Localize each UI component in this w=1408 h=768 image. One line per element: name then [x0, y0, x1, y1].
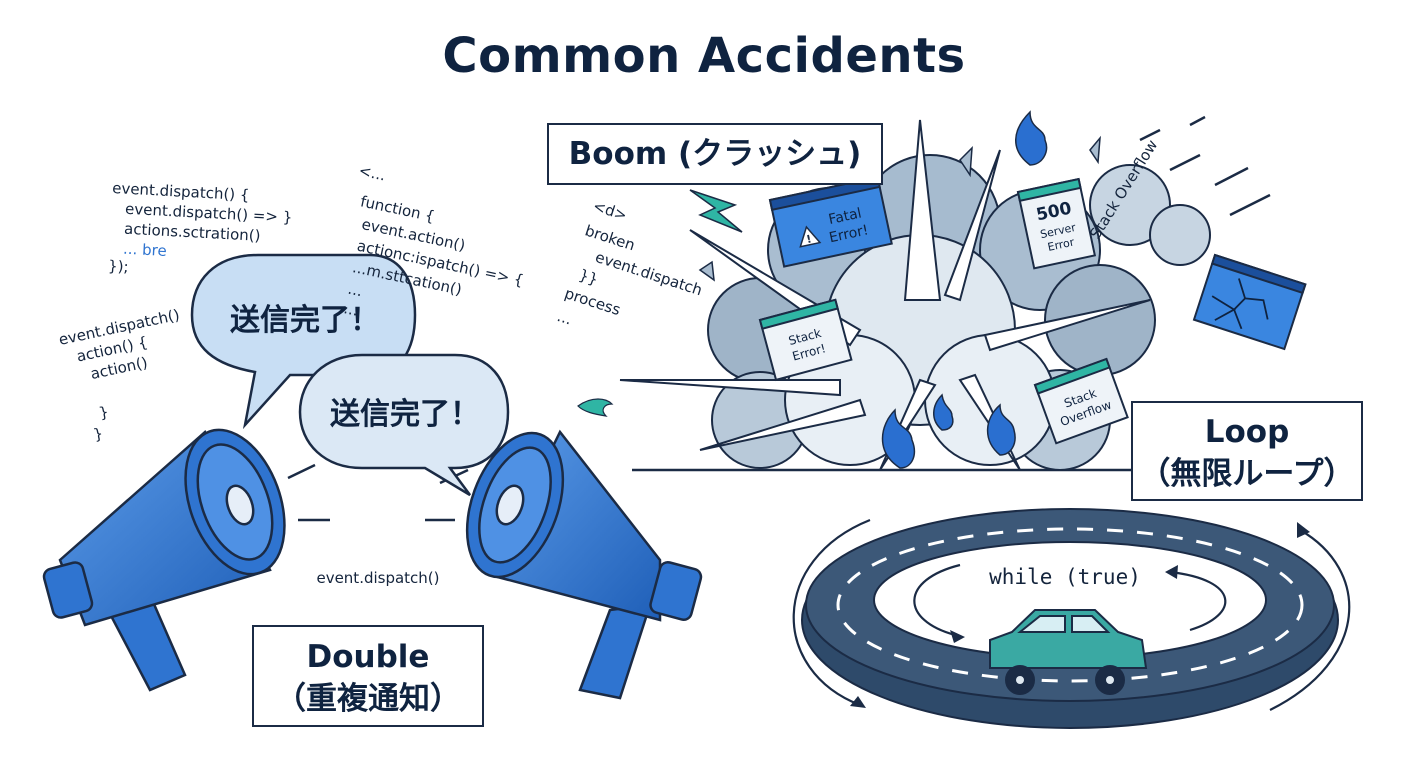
svg-text:... bre: ... bre: [123, 240, 168, 260]
megaphone-right-icon: [465, 429, 703, 700]
svg-text:<...: <...: [357, 161, 387, 184]
loop-code: while (true): [989, 565, 1141, 589]
svg-text:});: });: [108, 257, 129, 276]
loop-arrow-right: [1169, 570, 1227, 632]
boom-label: Boom (クラッシュ): [568, 136, 862, 172]
road-lane-marking: [836, 527, 1304, 683]
loop-label-en: Loop: [1204, 414, 1290, 450]
server-error-window: 500 Server Error: [1016, 177, 1097, 270]
svg-text:...: ...: [346, 280, 364, 301]
bubble-1-text: 送信完了！: [230, 303, 380, 338]
server-text-2: Error: [1046, 235, 1075, 253]
flames: [881, 110, 1048, 469]
svg-text:}: }: [97, 403, 110, 423]
boom-code: <d> broken event.dispatch }} process ...: [555, 197, 705, 329]
svg-text:!: !: [805, 232, 813, 246]
outer-arrow-right: [1269, 529, 1351, 711]
sound-lines: [287, 463, 469, 522]
svg-text:broken: broken: [583, 221, 637, 254]
loop-label-jp: （無限ループ）: [1139, 456, 1355, 492]
stack-overflow-window: Stack Overflow: [1033, 357, 1129, 445]
svg-text:...: ...: [342, 299, 360, 320]
speed-lines: [1139, 115, 1271, 217]
fatal-error-window: ! Fatal Error!: [768, 175, 893, 268]
broken-screen-window: [1192, 253, 1307, 351]
double-group: 送信完了！ 送信完了！ event.dispatch() event.dispa…: [42, 161, 703, 700]
explosion-group: ! Fatal Error! 500 Server Error Stack Er…: [555, 110, 1307, 472]
svg-text:}: }: [92, 424, 105, 444]
double-label-box: Double （重複通知）: [252, 625, 484, 727]
double-label-jp: （重複通知）: [275, 681, 461, 717]
page-title: Common Accidents: [442, 28, 966, 84]
double-label-en: Double: [306, 639, 430, 675]
dispatch-caption: event.dispatch(): [316, 569, 439, 587]
fatal-text-1: Fatal: [827, 205, 863, 228]
lightning-icon: [689, 189, 743, 233]
bubble-2-text: 送信完了！: [330, 397, 480, 432]
loop-arrow-left: [913, 563, 961, 637]
loop-group: while (true): [792, 508, 1351, 729]
megaphone-left-icon: [42, 428, 286, 692]
warning-icon: [799, 225, 822, 248]
svg-text:}}: }}: [577, 266, 601, 289]
stack-error-window: Stack Error!: [758, 298, 853, 382]
speech-bubble-1: 送信完了！: [190, 253, 417, 430]
boom-label-box: Boom (クラッシュ): [547, 123, 883, 185]
speech-bubble-2: 送信完了！: [298, 353, 510, 497]
debris: [698, 135, 1101, 282]
svg-text:...: ...: [555, 307, 574, 329]
svg-text:<d>: <d>: [591, 197, 630, 225]
loop-label-box: Loop （無限ループ）: [1131, 401, 1363, 501]
car-icon: [989, 609, 1148, 695]
svg-text:event.dispatch: event.dispatch: [593, 248, 704, 300]
outer-arrow-left: [792, 518, 871, 707]
leaf-shard-icon: [577, 398, 614, 417]
code-block-left-2: event.dispatch() action() { action() } }: [57, 306, 181, 444]
